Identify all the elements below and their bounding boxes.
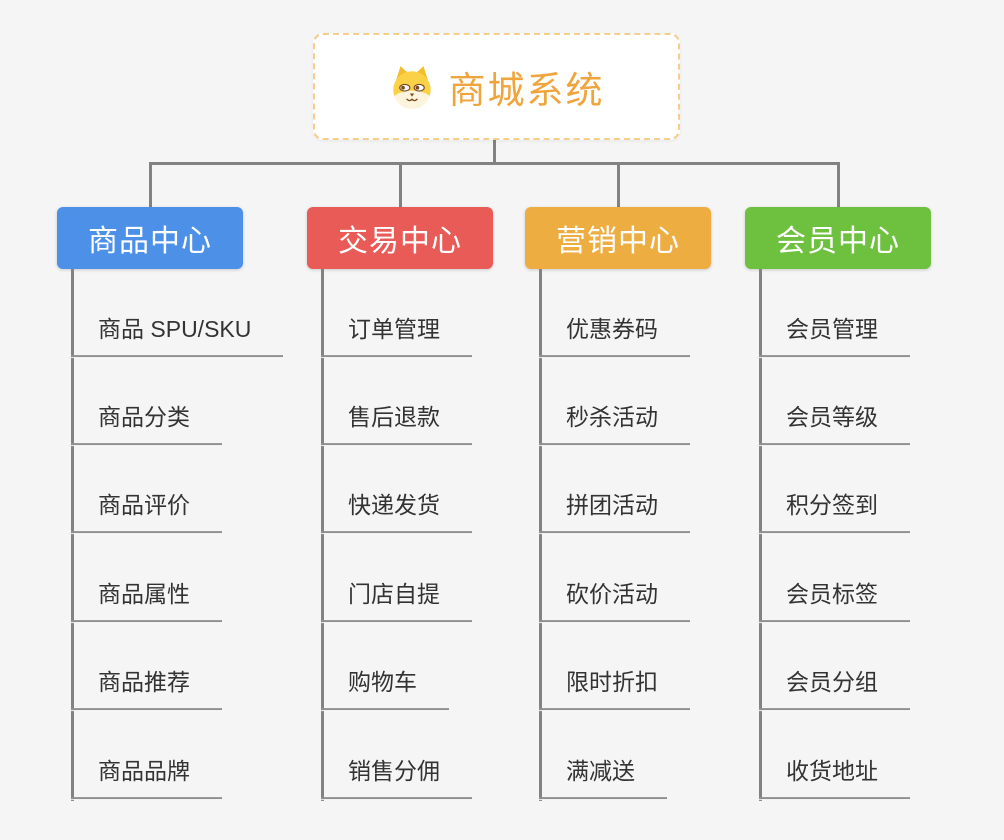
- child-node[interactable]: 拼团活动: [539, 491, 690, 533]
- branch-column-trade: 交易中心 订单管理 售后退款 快递发货 门店自提 购物车 销售分佣: [307, 0, 567, 840]
- child-node[interactable]: 商品品牌: [71, 757, 222, 799]
- root-node[interactable]: 商城系统: [313, 33, 680, 140]
- root-title: 商城系统: [448, 69, 605, 111]
- connector-line: [493, 138, 496, 165]
- child-node[interactable]: 会员等级: [759, 403, 910, 445]
- child-node[interactable]: 售后退款: [321, 403, 472, 445]
- branch-node-products[interactable]: 商品中心: [57, 207, 243, 269]
- connector-line: [539, 269, 542, 801]
- child-node[interactable]: 积分签到: [759, 491, 910, 533]
- connector-line: [71, 269, 74, 801]
- connector-line: [837, 162, 840, 209]
- child-node[interactable]: 会员标签: [759, 580, 910, 622]
- shiba-dog-icon: [389, 64, 435, 110]
- branch-column-marketing: 营销中心 优惠券码 秒杀活动 拼团活动 砍价活动 限时折扣 满减送: [525, 0, 785, 840]
- child-node[interactable]: 商品评价: [71, 491, 222, 533]
- child-node[interactable]: 快递发货: [321, 491, 472, 533]
- child-node[interactable]: 会员分组: [759, 668, 910, 710]
- connector-line: [149, 162, 152, 209]
- child-node[interactable]: 购物车: [321, 668, 449, 710]
- connector-line: [617, 162, 620, 209]
- child-node[interactable]: 收货地址: [759, 757, 910, 799]
- child-node[interactable]: 销售分佣: [321, 757, 472, 799]
- connector-line: [399, 162, 402, 209]
- child-node[interactable]: 商品 SPU/SKU: [71, 315, 284, 357]
- connector-bus: [149, 162, 840, 165]
- child-node[interactable]: 门店自提: [321, 580, 472, 622]
- child-node[interactable]: 商品分类: [71, 403, 222, 445]
- branch-node-marketing[interactable]: 营销中心: [525, 207, 711, 269]
- child-node[interactable]: 会员管理: [759, 315, 910, 357]
- branch-column-members: 会员中心 会员管理 会员等级 积分签到 会员标签 会员分组 收货地址: [745, 0, 1004, 840]
- child-node[interactable]: 优惠券码: [539, 315, 690, 357]
- child-node[interactable]: 砍价活动: [539, 580, 690, 622]
- child-node[interactable]: 商品推荐: [71, 668, 222, 710]
- child-node[interactable]: 商品属性: [71, 580, 222, 622]
- branch-column-products: 商品中心 商品 SPU/SKU 商品分类 商品评价 商品属性 商品推荐 商品品牌: [57, 0, 317, 840]
- child-node[interactable]: 订单管理: [321, 315, 472, 357]
- branch-node-trade[interactable]: 交易中心: [307, 207, 493, 269]
- child-node[interactable]: 秒杀活动: [539, 403, 690, 445]
- connector-line: [321, 269, 324, 801]
- connector-line: [759, 269, 762, 801]
- child-node[interactable]: 满减送: [539, 757, 667, 799]
- branch-node-members[interactable]: 会员中心: [745, 207, 931, 269]
- child-node[interactable]: 限时折扣: [539, 668, 690, 710]
